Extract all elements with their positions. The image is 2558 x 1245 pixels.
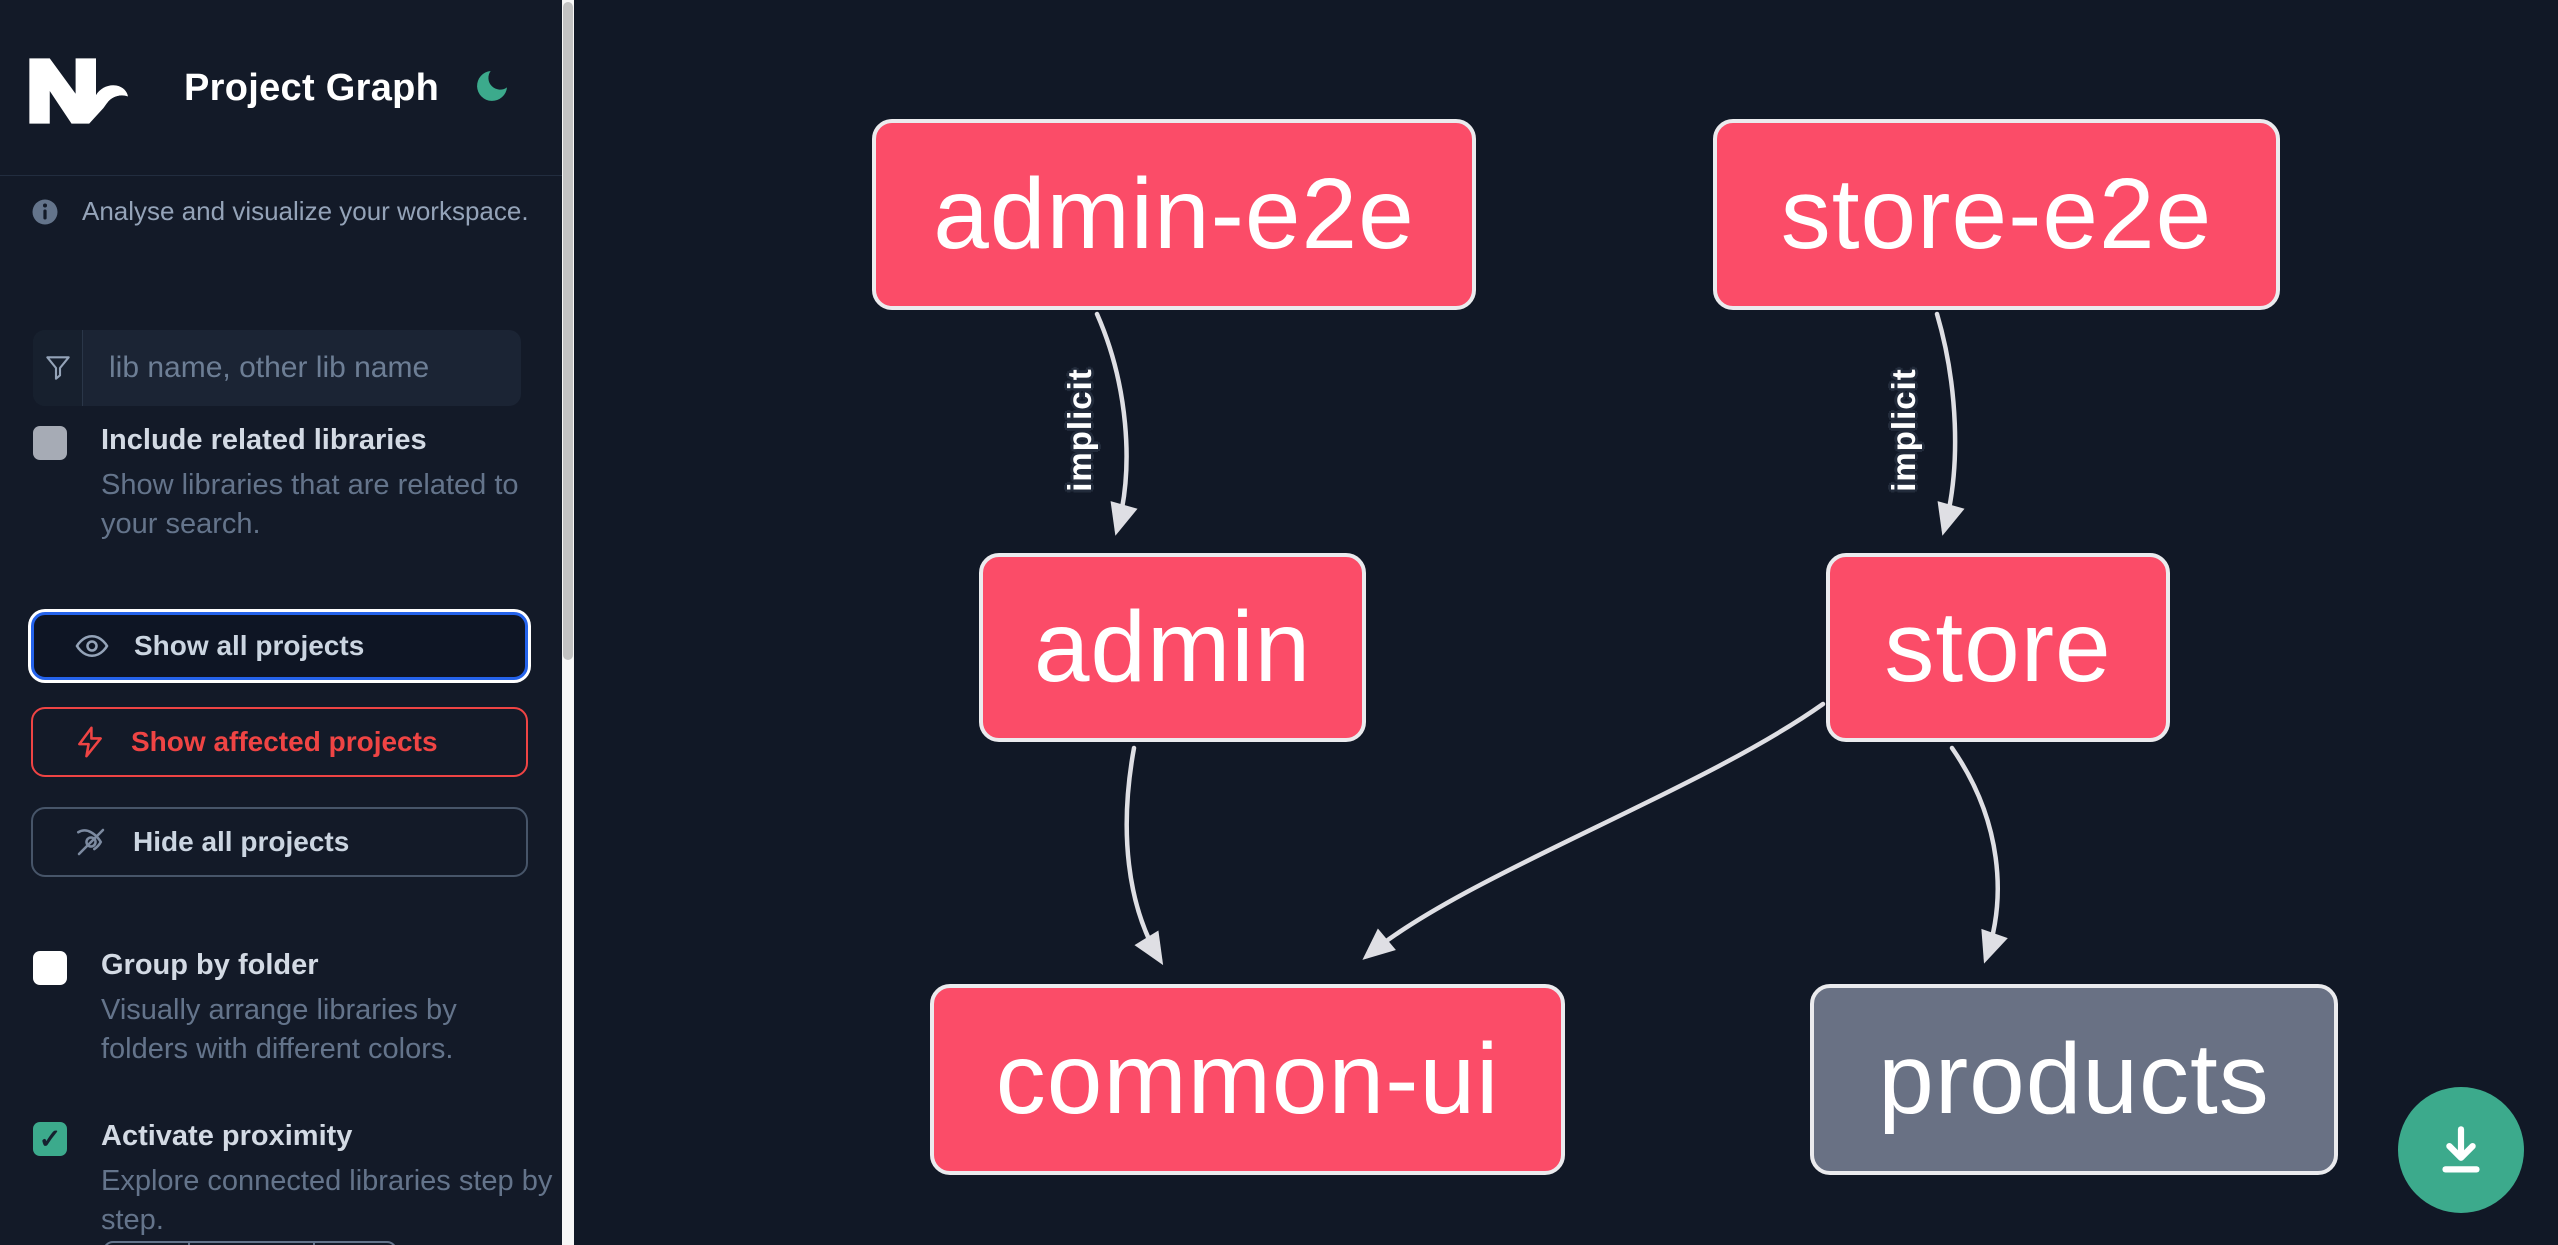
hide-all-projects-button[interactable]: Hide all projects	[31, 807, 528, 877]
nx-logo-icon	[29, 58, 128, 124]
hide-all-projects-label: Hide all projects	[133, 826, 350, 857]
edge-label-implicit: implicit	[1061, 368, 1098, 492]
include-related-checkbox[interactable]	[33, 426, 67, 460]
edge-store-e2e-store	[1934, 311, 1965, 536]
page-title: Project Graph	[184, 67, 440, 109]
activate-proximity-label: Activate proximity	[101, 1120, 353, 1152]
group-by-folder-checkbox[interactable]	[33, 951, 67, 985]
graph-node-common-ui[interactable]: common-ui	[930, 984, 1565, 1175]
info-icon	[32, 199, 58, 224]
check-icon: ✓	[38, 1123, 62, 1154]
search-input[interactable]	[83, 330, 521, 406]
scrollbar-thumb[interactable]	[563, 2, 573, 660]
filter-funnel-icon	[33, 330, 83, 406]
activate-proximity-description: Explore connected libraries step by step…	[101, 1165, 553, 1236]
search-box	[33, 330, 521, 406]
show-all-projects-button[interactable]: Show all projects	[31, 612, 528, 680]
eye-off-icon	[76, 828, 105, 856]
proximity-stepper	[103, 1241, 397, 1245]
workspace-tagline-row: Analyse and visualize your workspace.	[30, 196, 529, 227]
include-related-description: Show libraries that are related to your …	[101, 469, 519, 540]
sidebar: Project Graph Analyse and visualize your…	[0, 0, 562, 1245]
edge-admin-e2e-admin	[1094, 311, 1138, 536]
show-affected-projects-label: Show affected projects	[131, 726, 438, 757]
graph-node-store-e2e[interactable]: store-e2e	[1713, 119, 2280, 310]
workspace-tagline: Analyse and visualize your workspace.	[82, 196, 529, 226]
download-graph-button[interactable]	[2398, 1087, 2524, 1213]
activate-proximity-checkbox[interactable]: ✓	[33, 1122, 67, 1156]
graph-node-store[interactable]: store	[1826, 553, 2170, 742]
group-by-folder-label: Group by folder	[101, 949, 319, 981]
edge-store-common-ui	[1362, 701, 1826, 960]
graph-node-admin-e2e[interactable]: admin-e2e	[872, 119, 1476, 310]
graph-canvas[interactable]: implicit implicit admin-e2e store-e2e ad…	[574, 0, 2558, 1245]
include-related-row: Include related libraries Show libraries…	[33, 424, 533, 544]
edge-admin-common-ui	[1124, 745, 1164, 966]
theme-moon-icon[interactable]	[472, 66, 512, 106]
sidebar-header: Project Graph	[0, 0, 562, 176]
proximity-value	[190, 1243, 315, 1245]
activate-proximity-row: ✓ Activate proximity Explore connected l…	[33, 1120, 552, 1240]
proximity-decrement-button[interactable]	[105, 1243, 190, 1245]
show-all-projects-label: Show all projects	[134, 630, 365, 661]
edge-label-implicit: implicit	[1885, 368, 1922, 492]
group-by-folder-description: Visually arrange libraries by folders wi…	[101, 994, 457, 1065]
graph-node-admin[interactable]: admin	[979, 553, 1366, 742]
include-related-label: Include related libraries	[101, 424, 427, 456]
show-affected-projects-button[interactable]: Show affected projects	[31, 707, 528, 777]
sidebar-scrollbar	[562, 0, 574, 1245]
download-icon	[2442, 1126, 2480, 1173]
lightning-bolt-icon	[78, 726, 102, 758]
eye-icon	[75, 634, 109, 658]
group-by-folder-row: Group by folder Visually arrange librari…	[33, 949, 533, 1069]
edge-store-products	[1949, 745, 2008, 964]
graph-node-products[interactable]: products	[1810, 984, 2338, 1175]
graph-edges	[1094, 311, 2008, 966]
